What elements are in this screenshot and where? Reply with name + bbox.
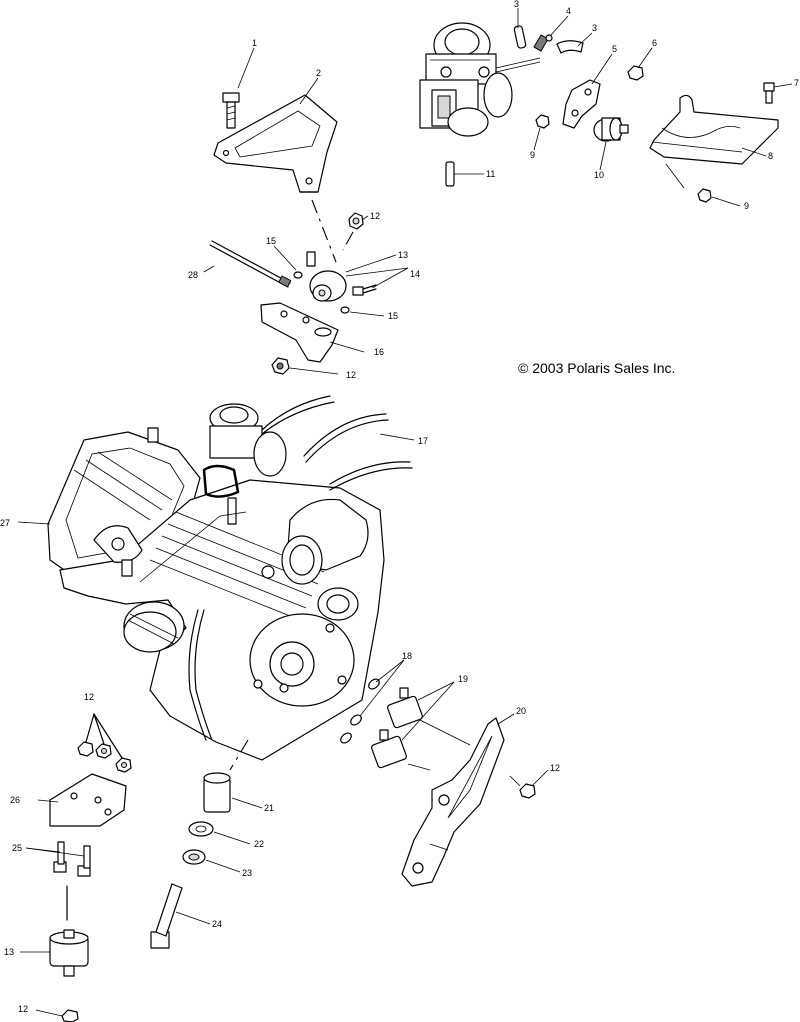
callout-19: 19 [458, 674, 468, 684]
part-23-washer [182, 849, 206, 865]
callout-12: 12 [18, 1004, 28, 1014]
callout-3: 3 [514, 0, 519, 9]
part-18-washers [340, 678, 380, 744]
part-15-washer-lower [340, 306, 350, 314]
part-9-nut-b [697, 188, 712, 203]
part-4-fitting [533, 34, 553, 52]
callout-23: 23 [242, 868, 252, 878]
leader-12-lower [93, 713, 105, 745]
callout-15: 15 [388, 311, 398, 321]
part-22-washer [188, 821, 214, 837]
part-3-hose-a [513, 25, 527, 49]
callout-12: 12 [346, 370, 356, 380]
callout-7: 7 [794, 78, 799, 88]
part-12-nut-bottom [61, 1009, 79, 1022]
callout-1: 1 [252, 38, 257, 48]
callout-26: 26 [10, 795, 20, 805]
callout-9: 9 [744, 201, 749, 211]
assembly-line [407, 763, 431, 771]
callout-22: 22 [254, 839, 264, 849]
part-11-stud [445, 161, 455, 187]
part-25-bolts [53, 841, 91, 877]
part-20-bracket [401, 717, 505, 887]
callout-4: 4 [566, 6, 571, 16]
callout-25: 25 [12, 843, 22, 853]
part-7-bolt [763, 82, 775, 104]
callout-10: 10 [594, 170, 604, 180]
callout-21: 21 [264, 803, 274, 813]
part-19-mounts [371, 687, 423, 769]
callout-5: 5 [612, 44, 617, 54]
callout-13: 13 [4, 947, 14, 957]
engine-assembly [47, 395, 413, 761]
callout-15: 15 [266, 236, 276, 246]
assembly-line [311, 199, 337, 263]
callout-27: 27 [0, 518, 10, 528]
callout-12: 12 [370, 211, 380, 221]
callout-9: 9 [530, 150, 535, 160]
callout-14: 14 [410, 269, 420, 279]
part-5-throttle-bracket [562, 79, 601, 129]
leader-17 [379, 433, 415, 441]
assembly-line [342, 231, 354, 251]
part-13-mount-upper [306, 251, 347, 302]
leader-12-lower [93, 713, 123, 759]
callout-28: 28 [188, 270, 198, 280]
callout-3: 3 [592, 23, 597, 33]
part-12-nuts-lower-left [77, 741, 132, 773]
part-6-nut [627, 65, 644, 81]
part-28-rod [209, 240, 292, 288]
callout-18: 18 [402, 651, 412, 661]
callout-2: 2 [316, 68, 321, 78]
part-12-nut-upper [348, 212, 364, 230]
part-12-nut-middle [271, 357, 290, 375]
carburetor [419, 22, 541, 137]
part-2-upper-bracket [213, 94, 338, 193]
part-21-spacer [203, 772, 231, 813]
assembly-line [665, 163, 685, 189]
callout-12: 12 [84, 692, 94, 702]
part-8-bracket [649, 94, 779, 165]
assembly-line [229, 739, 249, 771]
assembly-line [419, 719, 471, 746]
callout-13: 13 [398, 250, 408, 260]
part-10-mount [593, 117, 629, 142]
part-15-washer-upper [293, 271, 303, 279]
callout-8: 8 [768, 151, 773, 161]
callout-leaders [17, 8, 793, 1017]
part-13-mount-lower [49, 929, 89, 977]
assembly-line [509, 775, 521, 787]
part-16-plate [260, 302, 339, 363]
callout-12: 12 [550, 763, 560, 773]
callout-17: 17 [418, 436, 428, 446]
part-12-nut-right [519, 783, 536, 799]
callout-24: 24 [212, 919, 222, 929]
part-14-bolt [352, 284, 377, 296]
callout-20: 20 [516, 706, 526, 716]
callout-11: 11 [486, 169, 495, 179]
part-3-hose-b [556, 40, 584, 54]
leader-12-lower [85, 713, 95, 743]
callout-6: 6 [652, 38, 657, 48]
copyright-text: © 2003 Polaris Sales Inc. [518, 360, 675, 376]
part-26-bracket [49, 773, 127, 827]
part-24-bolt [150, 883, 183, 949]
callout-16: 16 [374, 347, 384, 357]
part-9-nut-a [535, 114, 550, 129]
part-1-bolt [222, 92, 240, 129]
